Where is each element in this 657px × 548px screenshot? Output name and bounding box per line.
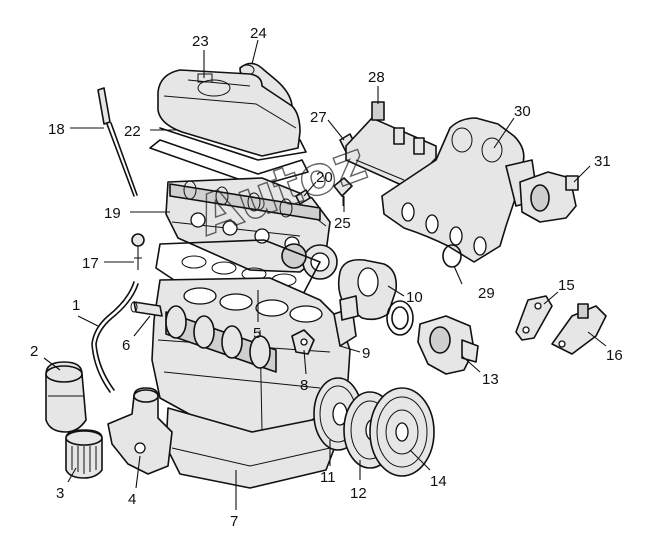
part-6-oil-tube xyxy=(130,301,163,317)
part-15-bracket xyxy=(515,295,553,341)
part-23-valve-cover xyxy=(157,69,301,157)
callout-24: 24 xyxy=(250,25,267,42)
callout-11: 11 xyxy=(320,469,336,486)
callout-31: 31 xyxy=(594,153,611,170)
callout-8: 8 xyxy=(300,377,308,394)
callout-12: 12 xyxy=(350,485,367,502)
callout-7: 7 xyxy=(230,513,238,530)
callout-10: 10 xyxy=(406,289,423,306)
callout-19: 19 xyxy=(104,205,121,222)
callout-27: 27 xyxy=(310,109,327,126)
callout-9: 9 xyxy=(362,345,370,362)
callout-17: 17 xyxy=(82,255,99,272)
callout-16: 16 xyxy=(606,347,623,364)
o-ring xyxy=(386,300,414,336)
callout-23: 23 xyxy=(192,33,209,50)
callout-3: 3 xyxy=(56,485,64,502)
part-17-plug xyxy=(131,233,145,270)
callout-6: 6 xyxy=(122,337,130,354)
part-3-filter-element xyxy=(65,429,103,479)
callout-30: 30 xyxy=(514,103,531,120)
callout-28: 28 xyxy=(368,69,385,86)
part-10-thermostat-housing xyxy=(337,258,398,321)
part-18-dipstick xyxy=(97,87,138,197)
callout-18: 18 xyxy=(48,121,65,138)
callout-25: 25 xyxy=(334,215,351,232)
part-13-water-outlet xyxy=(417,315,479,375)
crankshaft xyxy=(165,305,277,373)
callout-20: 20 xyxy=(316,169,333,186)
leader-lines xyxy=(43,39,607,510)
part-29-seal-ring xyxy=(442,244,462,268)
callout-5: 5 xyxy=(253,325,261,342)
part-31-throttle-body xyxy=(519,171,579,223)
callout-22: 22 xyxy=(124,123,141,140)
part-19-cylinder-head xyxy=(165,177,338,280)
part-1-breather-tube xyxy=(91,281,139,393)
callout-13: 13 xyxy=(482,371,499,388)
part-2-filter-housing xyxy=(45,361,87,433)
part-16-bracket xyxy=(551,303,607,355)
callout-4: 4 xyxy=(128,491,136,508)
part-7-oil-sump xyxy=(165,407,337,489)
callout-14: 14 xyxy=(430,473,447,490)
callouts: 1 2 3 4 5 6 7 8 9 10 11 12 13 14 15 16 1… xyxy=(30,25,623,530)
callout-2: 2 xyxy=(30,343,38,360)
part-25-temp-sender xyxy=(333,177,353,206)
part-4-oil-pump xyxy=(107,387,173,475)
callout-15: 15 xyxy=(558,277,575,294)
part-8-sensor xyxy=(291,329,315,355)
callout-29: 29 xyxy=(478,285,495,302)
part-14-clutch xyxy=(369,387,435,477)
callout-1: 1 xyxy=(72,297,80,314)
